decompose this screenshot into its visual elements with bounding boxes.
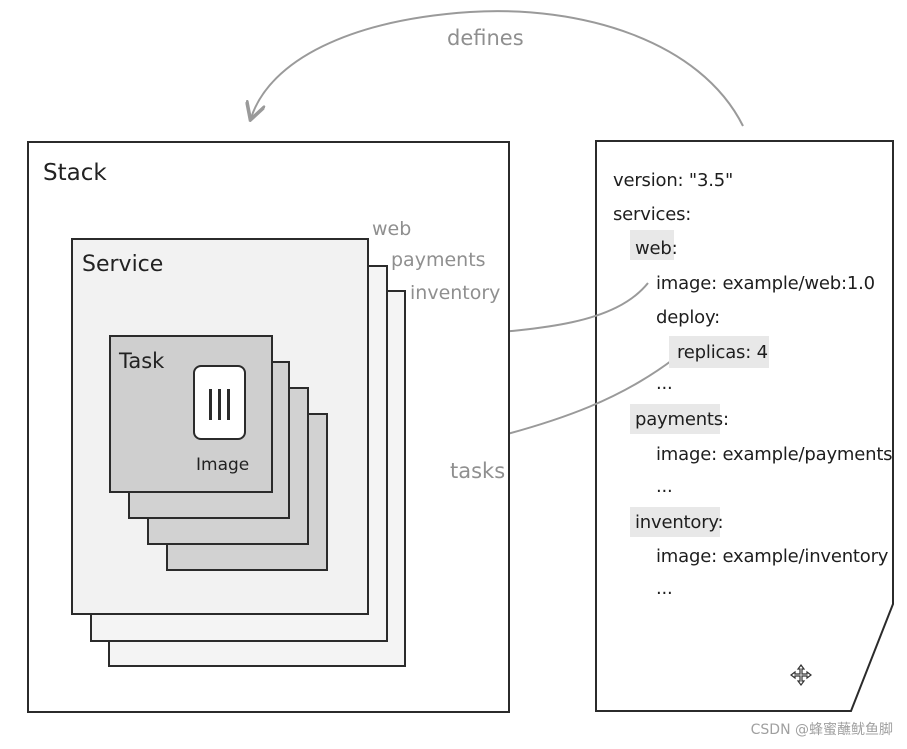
task-label: Task [119, 349, 165, 373]
compose-inventory-line: inventory: [635, 512, 724, 533]
stack-label: Stack [43, 160, 107, 186]
compose-payments-line: payments: [635, 409, 729, 430]
payments-highlight [630, 404, 720, 434]
compose-payments-image-line: image: example/payments [656, 444, 893, 465]
service-name-payments: payments [391, 249, 486, 271]
compose-version-line: version: "3.5" [613, 170, 734, 191]
service-name-web: web [372, 218, 412, 240]
compose-inventory-image-line: image: example/inventory [656, 546, 889, 567]
service-label: Service [82, 252, 164, 277]
inventory-highlight [630, 507, 720, 537]
compose-ellipsis-1: ... [656, 373, 673, 394]
image-label: Image [196, 455, 250, 475]
container-image-icon [193, 365, 246, 440]
compose-ellipsis-3: ... [656, 578, 673, 599]
compose-replicas-line: replicas: 4 [677, 342, 768, 363]
watermark: CSDN @蜂蜜蘸鱿鱼脚 [750, 722, 893, 738]
defines-arrow [251, 10, 744, 127]
service-name-inventory: inventory [410, 282, 501, 304]
move-cursor-icon [790, 664, 812, 686]
replicas-highlight [669, 336, 769, 368]
web-highlight [630, 230, 674, 260]
tasks-label: tasks [450, 459, 506, 483]
compose-services-line: services: [613, 204, 692, 225]
compose-web-line: web: [635, 238, 678, 259]
compose-file-outline [595, 140, 894, 712]
compose-deploy-line: deploy: [656, 307, 720, 328]
compose-ellipsis-2: ... [656, 476, 673, 497]
compose-web-image-line: image: example/web:1.0 [656, 273, 875, 294]
defines-label: defines [447, 26, 524, 50]
